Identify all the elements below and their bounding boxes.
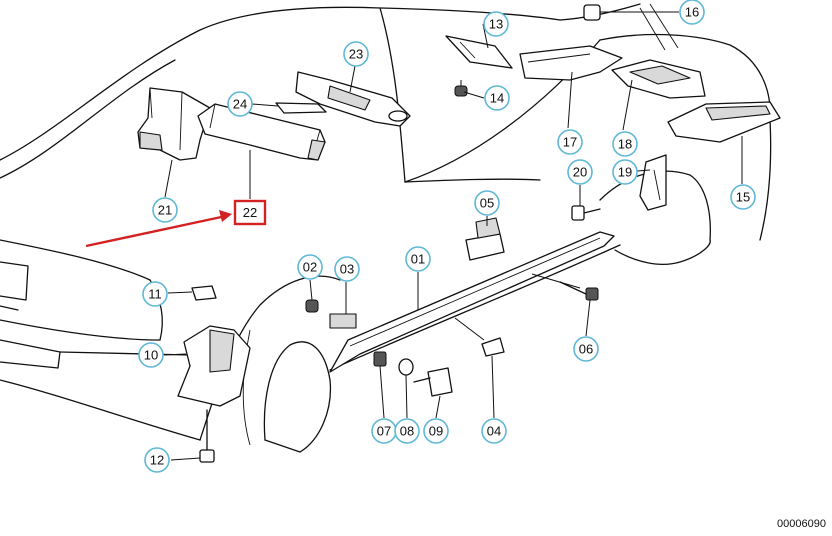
callout-13-label: 13	[489, 17, 503, 32]
part-14-clip	[454, 80, 468, 97]
callout-21[interactable]: 21	[152, 197, 178, 223]
callout-08-label: 08	[400, 424, 414, 439]
callout-10[interactable]: 10	[138, 342, 164, 368]
part-07-nut	[373, 351, 387, 367]
part-05-clip	[465, 217, 505, 261]
callout-02[interactable]: 02	[297, 254, 323, 280]
leader-lines	[163, 11, 743, 461]
part-09-screw	[413, 367, 453, 397]
callout-03-label: 03	[340, 262, 354, 277]
callout-06[interactable]: 06	[573, 336, 599, 362]
callout-22-label: 22	[243, 205, 257, 220]
callout-14[interactable]: 14	[484, 85, 510, 111]
part-23-air-channel	[295, 71, 411, 127]
part-11-clip-nut	[191, 285, 217, 301]
part-18-floor-mat	[611, 59, 706, 99]
highlight-arrow	[85, 210, 232, 248]
part-17-floor-mat	[519, 45, 623, 81]
callout-24[interactable]: 24	[227, 91, 253, 117]
callout-10-label: 10	[144, 348, 158, 363]
part-10-front-bracket	[177, 325, 251, 407]
callout-07[interactable]: 07	[371, 418, 397, 444]
callout-05[interactable]: 05	[474, 190, 500, 216]
part-08-washer	[398, 358, 414, 376]
part-06-bolt	[559, 281, 599, 301]
callout-12[interactable]: 12	[144, 447, 170, 473]
callout-17-label: 17	[563, 135, 577, 150]
callout-06-label: 06	[579, 342, 593, 357]
callout-16[interactable]: 16	[679, 0, 705, 25]
callout-05-label: 05	[480, 196, 494, 211]
document-number: 00006090	[777, 518, 826, 530]
callout-21-label: 21	[158, 203, 172, 218]
callout-03[interactable]: 03	[334, 256, 360, 282]
callout-15[interactable]: 15	[730, 184, 756, 210]
part-01-rocker-trim	[329, 231, 615, 373]
callout-15-label: 15	[736, 190, 750, 205]
callout-11[interactable]: 11	[142, 281, 168, 307]
callout-12-label: 12	[150, 453, 164, 468]
callout-04[interactable]: 04	[481, 418, 507, 444]
callout-09-label: 09	[429, 424, 443, 439]
callout-16-label: 16	[685, 5, 699, 20]
callout-23[interactable]: 23	[343, 41, 369, 67]
callout-02-label: 02	[303, 260, 317, 275]
part-15-rear-duct	[667, 101, 781, 143]
callout-17[interactable]: 17	[557, 129, 583, 155]
callout-23-label: 23	[349, 47, 363, 62]
part-03-clip	[329, 313, 357, 329]
callout-07-label: 07	[377, 424, 391, 439]
part-02-nut	[305, 299, 319, 313]
callout-20[interactable]: 20	[567, 159, 593, 185]
callout-09[interactable]: 09	[423, 418, 449, 444]
callout-04-label: 04	[487, 424, 501, 439]
callout-22-highlighted[interactable]: 22	[233, 199, 267, 226]
part-19-mud-flap	[639, 154, 667, 211]
callout-19[interactable]: 19	[612, 159, 638, 185]
part-13-cover	[445, 35, 513, 69]
callout-18-label: 18	[618, 137, 632, 152]
callout-01[interactable]: 01	[405, 246, 431, 272]
callout-18[interactable]: 18	[612, 131, 638, 157]
callout-24-label: 24	[233, 97, 247, 112]
part-22-air-duct	[197, 103, 326, 161]
part-21-bracket	[137, 87, 211, 161]
callout-08[interactable]: 08	[394, 418, 420, 444]
part-16-plug	[583, 4, 601, 21]
part-12-screw	[199, 409, 215, 463]
callout-14-label: 14	[490, 91, 504, 106]
callout-11-label: 11	[148, 287, 162, 302]
callout-19-label: 19	[618, 165, 632, 180]
callout-13[interactable]: 13	[483, 11, 509, 37]
callout-01-label: 01	[411, 252, 425, 267]
part-04-plug	[481, 337, 505, 357]
callout-20-label: 20	[573, 165, 587, 180]
part-20-screw	[571, 205, 601, 221]
part-24-plate	[275, 102, 327, 114]
